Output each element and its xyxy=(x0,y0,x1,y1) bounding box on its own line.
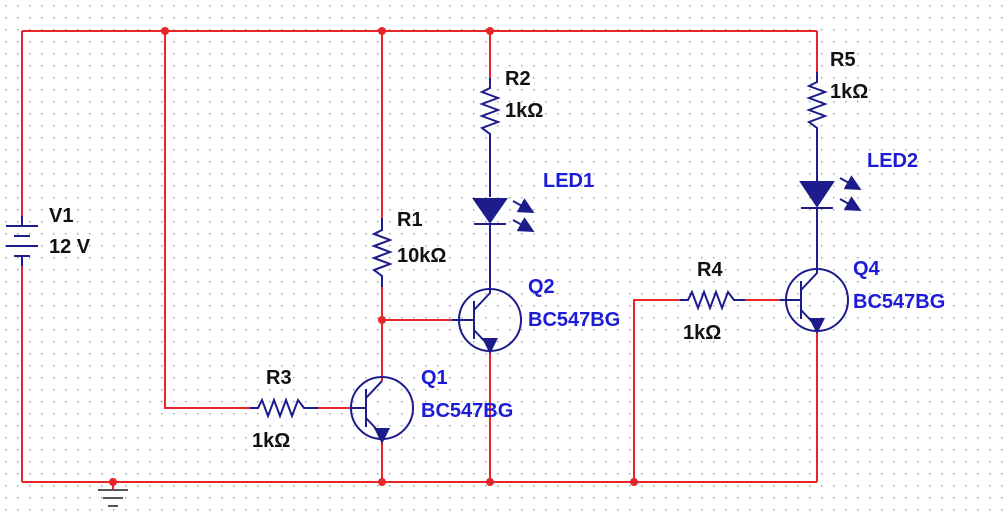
wire-r4-feed[interactable] xyxy=(633,299,680,482)
q1-model-label: BC547BG xyxy=(421,400,513,422)
junction-dot xyxy=(109,478,117,486)
led2-ref-label: LED2 xyxy=(867,150,918,172)
r5-ref-label: R5 xyxy=(830,49,856,71)
wires xyxy=(21,30,818,490)
q1-ref-label: Q1 xyxy=(421,367,448,389)
junctions xyxy=(109,27,638,486)
v1-value-label: 12 V xyxy=(49,236,91,258)
transistor-q1[interactable] xyxy=(350,376,414,444)
battery-v1[interactable] xyxy=(6,216,38,266)
q2-ref-label: Q2 xyxy=(528,276,555,298)
r3-ref-label: R3 xyxy=(266,367,292,389)
q4-ref-label: Q4 xyxy=(853,258,881,280)
r2-value-label: 1kΩ xyxy=(505,100,543,122)
led-led1[interactable] xyxy=(472,145,535,290)
r1-ref-label: R1 xyxy=(397,209,423,231)
r3-value-label: 1kΩ xyxy=(252,430,290,452)
junction-dot xyxy=(378,27,386,35)
ground-symbol[interactable] xyxy=(98,489,128,507)
junction-dot xyxy=(630,478,638,486)
resistor-r2[interactable] xyxy=(479,78,501,145)
transistor-q2[interactable] xyxy=(452,288,522,354)
led-led2[interactable] xyxy=(799,139,862,270)
resistor-r5[interactable] xyxy=(806,72,828,139)
v1-ref-label: V1 xyxy=(49,205,73,227)
junction-dot xyxy=(161,27,169,35)
resistor-r3[interactable] xyxy=(250,397,318,419)
resistor-r1[interactable] xyxy=(371,218,393,287)
transistor-q4[interactable] xyxy=(780,268,849,334)
led1-ref-label: LED1 xyxy=(543,170,594,192)
junction-dot xyxy=(486,27,494,35)
resistor-r4[interactable] xyxy=(680,289,745,311)
q4-model-label: BC547BG xyxy=(853,291,945,313)
r4-ref-label: R4 xyxy=(697,259,723,281)
r2-ref-label: R2 xyxy=(505,68,531,90)
r4-value-label: 1kΩ xyxy=(683,322,721,344)
junction-dot xyxy=(378,316,386,324)
r5-value-label: 1kΩ xyxy=(830,81,868,103)
r1-value-label: 10kΩ xyxy=(397,245,446,267)
junction-dot xyxy=(486,478,494,486)
wire-r3-feed[interactable] xyxy=(164,31,250,409)
junction-dot xyxy=(378,478,386,486)
q2-model-label: BC547BG xyxy=(528,309,620,331)
